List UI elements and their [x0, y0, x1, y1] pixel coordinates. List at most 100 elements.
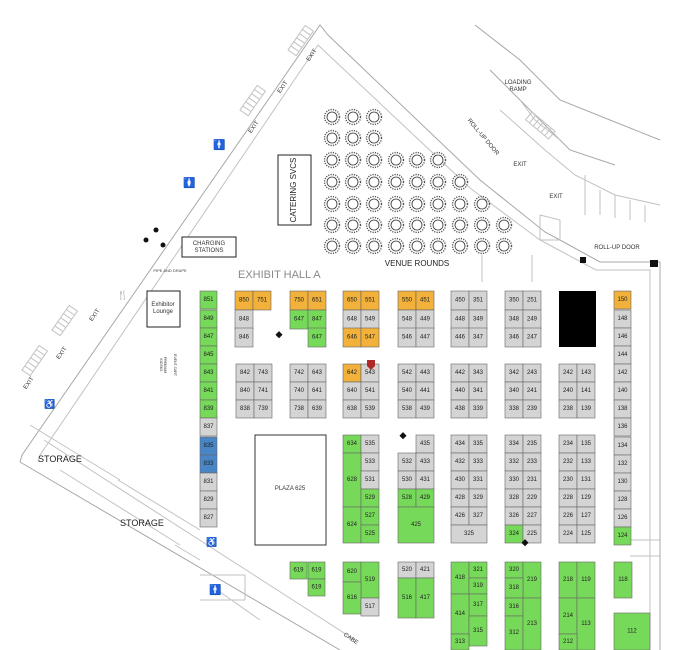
booth-box[interactable] — [289, 561, 308, 580]
booth-831[interactable]: 831 — [199, 472, 218, 492]
booth-124[interactable]: 124 — [613, 526, 632, 546]
booth-849[interactable]: 849 — [199, 309, 218, 329]
booth-box[interactable] — [253, 399, 273, 419]
booth-447[interactable]: 447 — [415, 327, 435, 348]
booth-box[interactable] — [199, 290, 218, 310]
booth-432[interactable]: 432 — [450, 452, 470, 472]
booth-743[interactable]: 743 — [253, 363, 273, 383]
booth-529[interactable]: 529 — [360, 488, 380, 508]
booth-741[interactable]: 741 — [253, 381, 273, 401]
booth-333[interactable]: 333 — [468, 452, 488, 472]
booth-643[interactable]: 643 — [307, 363, 327, 383]
booth-box[interactable] — [468, 399, 488, 419]
booth-647[interactable]: 647 — [289, 309, 309, 330]
booth-112[interactable]: 112 — [613, 612, 651, 650]
booth-328[interactable]: 328 — [504, 488, 524, 508]
booth-434[interactable]: 434 — [450, 434, 470, 454]
booth-box[interactable] — [397, 506, 435, 544]
booth-516[interactable]: 516 — [397, 577, 417, 619]
booth-351[interactable]: 351 — [468, 290, 488, 311]
booth-138[interactable]: 138 — [613, 399, 632, 419]
booth-347[interactable]: 347 — [468, 327, 488, 348]
booth-517[interactable]: 517 — [360, 597, 380, 617]
booth-641[interactable]: 641 — [307, 381, 327, 401]
booth-847[interactable]: 847 — [307, 309, 327, 330]
booth-335[interactable]: 335 — [468, 434, 488, 454]
booth-530[interactable]: 530 — [397, 470, 417, 490]
booth-box[interactable] — [199, 508, 218, 528]
booth-227[interactable]: 227 — [522, 506, 542, 526]
booth-146[interactable]: 146 — [613, 327, 632, 347]
booth-440[interactable]: 440 — [450, 381, 470, 401]
booth-642[interactable]: 642 — [342, 363, 362, 383]
booth-848[interactable]: 848 — [234, 309, 254, 330]
booth-334[interactable]: 334 — [504, 434, 524, 454]
booth-243[interactable]: 243 — [522, 363, 542, 383]
booth-520[interactable]: 520 — [397, 561, 417, 579]
booth-628[interactable]: 628 — [342, 452, 362, 508]
booth-418[interactable]: 418 — [450, 561, 470, 595]
booth-239[interactable]: 239 — [522, 399, 542, 419]
booth-126[interactable]: 126 — [613, 508, 632, 528]
booth-box[interactable] — [613, 290, 632, 310]
booth-150[interactable]: 150 — [613, 290, 632, 310]
booth-538[interactable]: 538 — [397, 399, 417, 419]
booth-840[interactable]: 840 — [235, 381, 255, 401]
booth-850[interactable]: 850 — [234, 290, 254, 311]
booth-143[interactable]: 143 — [576, 363, 596, 383]
booth-341[interactable]: 341 — [468, 381, 488, 401]
booth-326[interactable]: 326 — [504, 506, 524, 526]
booth-218[interactable]: 218 — [558, 561, 578, 599]
booth-539[interactable]: 539 — [360, 399, 380, 419]
booth-313[interactable]: 313 — [450, 633, 470, 650]
booth-740[interactable]: 740 — [289, 381, 309, 401]
booth-531[interactable]: 531 — [360, 470, 380, 490]
booth-327[interactable]: 327 — [468, 506, 488, 526]
booth-549[interactable]: 549 — [360, 309, 380, 330]
booth-box[interactable] — [360, 399, 380, 419]
booth-321[interactable]: 321 — [468, 561, 488, 579]
booth-113[interactable]: 113 — [576, 597, 596, 650]
booth-119[interactable]: 119 — [576, 561, 596, 599]
booth-541[interactable]: 541 — [360, 381, 380, 401]
booth-827[interactable]: 827 — [199, 508, 218, 528]
booth-135[interactable]: 135 — [576, 434, 596, 454]
booth-128[interactable]: 128 — [613, 490, 632, 510]
booth-136[interactable]: 136 — [613, 417, 632, 437]
booth-box[interactable] — [307, 399, 327, 419]
booth-439[interactable]: 439 — [415, 399, 435, 419]
booth-242[interactable]: 242 — [558, 363, 578, 383]
booth-449[interactable]: 449 — [415, 309, 435, 330]
booth-139[interactable]: 139 — [576, 399, 596, 419]
booth-box[interactable] — [307, 327, 327, 348]
booth-226[interactable]: 226 — [558, 506, 578, 526]
booth-847[interactable]: 847 — [199, 327, 218, 347]
booth-129[interactable]: 129 — [576, 488, 596, 508]
booth-332[interactable]: 332 — [504, 452, 524, 472]
booth-340[interactable]: 340 — [504, 381, 524, 401]
booth-319[interactable]: 319 — [468, 577, 488, 595]
booth-833[interactable]: 833 — [199, 454, 218, 474]
booth-339[interactable]: 339 — [468, 399, 488, 419]
booth-box[interactable] — [522, 524, 542, 544]
booth-316[interactable]: 316 — [504, 597, 524, 617]
booth-127[interactable]: 127 — [576, 506, 596, 526]
booth-547[interactable]: 547 — [360, 327, 380, 348]
booth-212[interactable]: 212 — [558, 633, 578, 650]
booth-639[interactable]: 639 — [307, 399, 327, 419]
booth-546[interactable]: 546 — [397, 327, 417, 348]
booth-132[interactable]: 132 — [613, 454, 632, 474]
booth-235[interactable]: 235 — [522, 434, 542, 454]
booth-348[interactable]: 348 — [504, 309, 524, 330]
booth-349[interactable]: 349 — [468, 309, 488, 330]
booth-330[interactable]: 330 — [504, 470, 524, 490]
booth-box[interactable] — [613, 612, 651, 650]
booth-624[interactable]: 624 — [342, 506, 362, 544]
booth-312[interactable]: 312 — [504, 615, 524, 650]
booth-519[interactable]: 519 — [360, 561, 380, 599]
booth-342[interactable]: 342 — [504, 363, 524, 383]
booth-219[interactable]: 219 — [522, 561, 542, 599]
booth-box[interactable] — [415, 327, 435, 348]
booth-229[interactable]: 229 — [522, 488, 542, 508]
booth-842[interactable]: 842 — [235, 363, 255, 383]
